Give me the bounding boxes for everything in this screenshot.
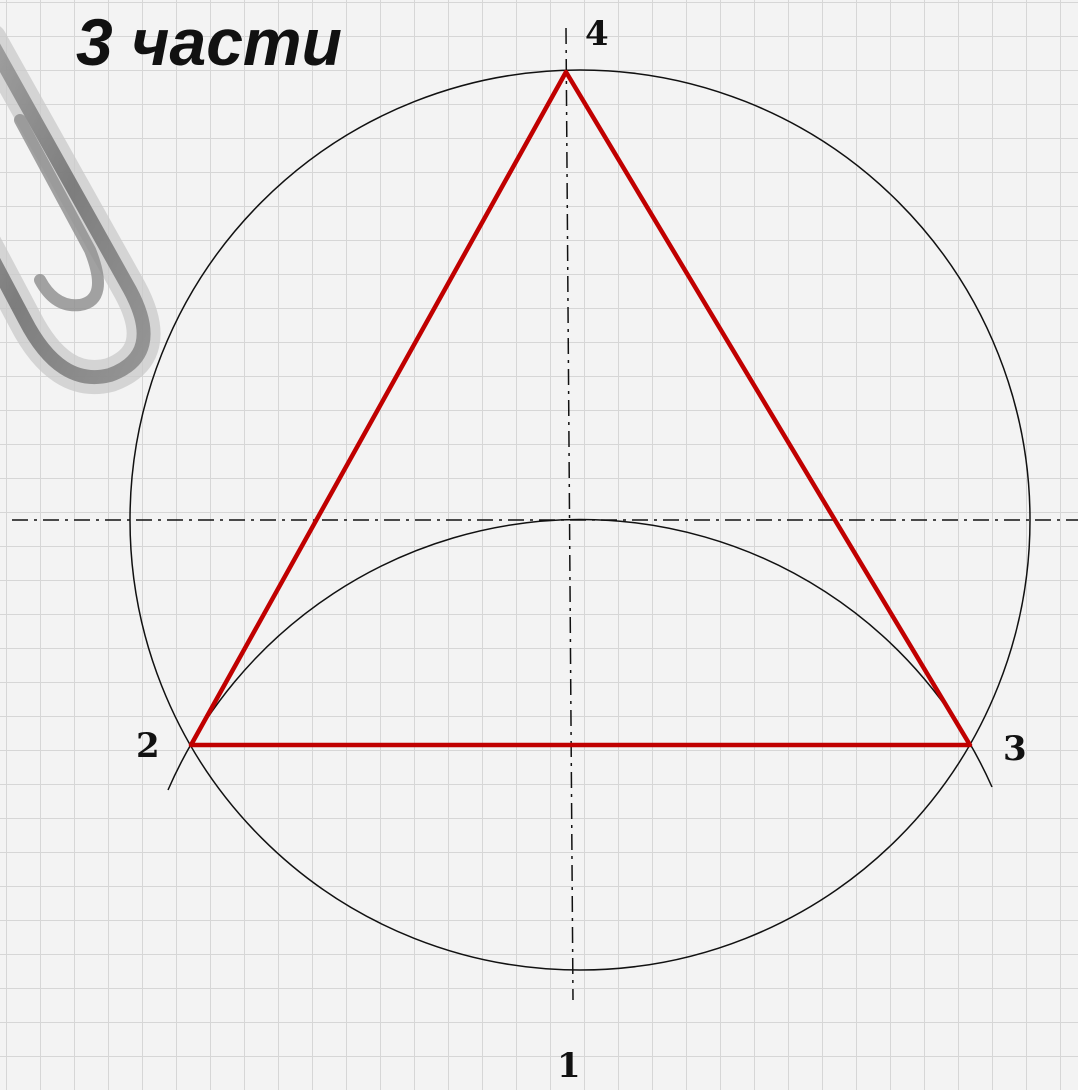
vertical-axis-line — [565, 27, 574, 1001]
inscribed-triangle — [188, 69, 973, 748]
point-label-1: 1 — [557, 1046, 581, 1086]
page-title: 3 части — [76, 5, 342, 79]
construction-arc — [167, 518, 993, 791]
point-label-4: 4 — [585, 14, 609, 54]
point-label-2: 2 — [136, 726, 160, 766]
main-circle — [129, 69, 1031, 971]
paper-clip-icon — [0, 26, 161, 395]
point-label-3: 3 — [1003, 729, 1027, 769]
